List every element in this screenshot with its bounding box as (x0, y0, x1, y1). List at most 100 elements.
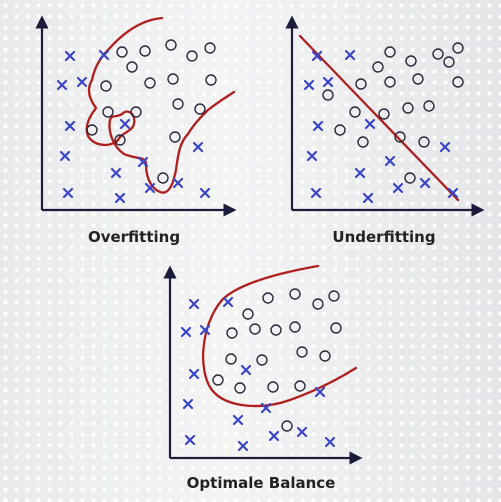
o-marker (418, 136, 430, 148)
o-marker (126, 61, 138, 73)
o-marker (355, 78, 367, 90)
o-marker (225, 353, 237, 365)
overfitting-panel (35, 15, 237, 217)
x-marker (354, 167, 366, 179)
o-marker (357, 136, 369, 148)
x-marker (303, 79, 315, 91)
x-marker (322, 76, 334, 88)
o-marker (270, 324, 282, 336)
x-marker (439, 141, 451, 153)
o-marker (372, 61, 384, 73)
x-marker (64, 50, 76, 62)
o-marker (296, 346, 308, 358)
o-marker (394, 131, 406, 143)
o-marker (204, 42, 216, 54)
o-marker (157, 172, 169, 184)
o-marker (167, 73, 179, 85)
x-marker (76, 76, 88, 88)
x-marker (222, 296, 234, 308)
caption-overfitting: Overfitting (87, 228, 181, 246)
x-marker (447, 187, 459, 199)
x-marker (180, 326, 192, 338)
o-marker (226, 327, 238, 339)
o-marker (289, 321, 301, 333)
underfit-boundary (298, 34, 460, 202)
o-marker (378, 108, 390, 120)
x-marker (240, 364, 252, 376)
underfitting-panel (285, 15, 485, 217)
o-marker (402, 102, 414, 114)
o-marker (294, 380, 306, 392)
o-marker (267, 381, 279, 393)
o-marker (144, 77, 156, 89)
x-marker (62, 187, 74, 199)
x-marker (59, 150, 71, 162)
x-marker (312, 120, 324, 132)
x-marker (324, 436, 336, 448)
x-marker (260, 402, 272, 414)
caption-balance: Optimale Balance (186, 474, 336, 492)
o-marker (452, 76, 464, 88)
x-marker (232, 414, 244, 426)
x-marker (344, 49, 356, 61)
o-marker (212, 374, 224, 386)
x-marker (64, 120, 76, 132)
o-marker (116, 46, 128, 58)
x-marker (137, 156, 149, 168)
x-marker (98, 49, 110, 61)
x-marker (392, 182, 404, 194)
x-marker (306, 150, 318, 162)
o-marker (234, 382, 246, 394)
o-marker (404, 172, 416, 184)
o-marker (249, 323, 261, 335)
balance-boundary (202, 264, 358, 408)
o-marker (443, 56, 455, 68)
o-marker (186, 50, 198, 62)
x-marker (172, 177, 184, 189)
x-marker (311, 50, 323, 62)
o-marker (102, 106, 114, 118)
o-marker (172, 98, 184, 110)
o-marker (205, 74, 217, 86)
x-marker (188, 368, 200, 380)
o-marker (165, 39, 177, 51)
x-marker (364, 118, 376, 130)
balance-panel (163, 264, 363, 465)
x-marker (362, 192, 374, 204)
x-marker (237, 440, 249, 452)
x-marker (199, 187, 211, 199)
o-marker (452, 42, 464, 54)
x-marker (192, 141, 204, 153)
overfit-boundary (85, 16, 236, 194)
o-marker (432, 48, 444, 60)
o-marker (319, 350, 331, 362)
o-marker (114, 134, 126, 146)
x-marker (268, 430, 280, 442)
x-marker (188, 298, 200, 310)
o-marker (86, 124, 98, 136)
o-marker (281, 420, 293, 432)
o-marker (194, 103, 206, 115)
o-marker (139, 45, 151, 57)
o-marker (334, 124, 346, 136)
x-marker (114, 192, 126, 204)
x-marker (110, 167, 122, 179)
o-marker (130, 106, 142, 118)
o-marker (100, 80, 112, 92)
o-marker (169, 131, 181, 143)
o-marker (322, 89, 334, 101)
o-marker (256, 354, 268, 366)
o-marker (405, 55, 417, 67)
o-marker (349, 106, 361, 118)
o-marker (423, 100, 435, 112)
o-marker (262, 292, 274, 304)
x-marker (310, 187, 322, 199)
x-marker (314, 386, 326, 398)
x-marker (56, 79, 68, 91)
o-marker (384, 46, 396, 58)
x-marker (384, 155, 396, 167)
o-marker (412, 73, 424, 85)
x-marker (296, 426, 308, 438)
x-marker (144, 182, 156, 194)
